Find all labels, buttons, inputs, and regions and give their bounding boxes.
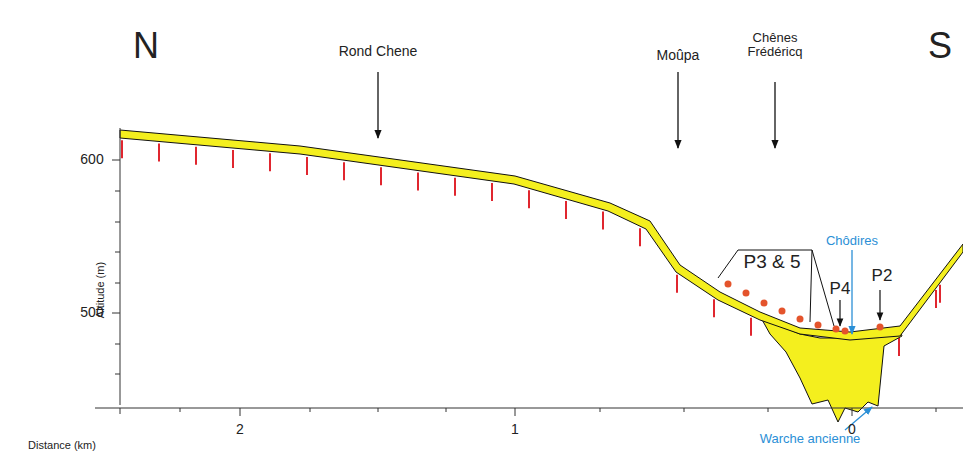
bedrock-tick	[602, 212, 604, 230]
bedrock-tick	[565, 201, 567, 219]
bedrock-tick	[343, 162, 345, 180]
bedrock-tick	[232, 150, 234, 168]
bedrock-tick	[380, 167, 382, 185]
bedrock-ticks	[122, 140, 940, 357]
bedrock-tick	[306, 157, 308, 175]
bedrock-tick	[269, 153, 271, 171]
bedrock-tick	[935, 290, 937, 308]
tick-label: 1	[511, 422, 519, 437]
north-label: N	[133, 26, 159, 66]
tick-label: 600	[80, 152, 103, 167]
y-axis	[112, 128, 120, 405]
bedrock-tick	[639, 228, 641, 246]
bedrock-tick	[713, 299, 715, 317]
south-label: S	[928, 26, 952, 66]
x-axis	[95, 408, 963, 416]
bedrock-tick	[898, 338, 900, 356]
river-arrows	[845, 250, 872, 430]
bedrock-tick	[121, 140, 123, 158]
place-name: Moûpa	[657, 48, 700, 63]
bedrock-tick	[195, 147, 197, 165]
place-name: Chênes Frédéricq	[740, 31, 810, 60]
river-label: Warche ancienne	[760, 432, 861, 446]
tick-label: 500	[80, 305, 103, 320]
river-label: Chôdires	[826, 234, 878, 248]
sample-label: P2	[872, 267, 893, 286]
sample-label: P3 & 5	[743, 252, 800, 273]
bedrock-tick	[528, 190, 530, 208]
bedrock-tick	[417, 173, 419, 191]
sample-dots	[725, 281, 884, 335]
bedrock-tick	[676, 275, 678, 293]
bedrock-tick	[750, 318, 752, 336]
sample-label: P4	[830, 280, 851, 299]
bedrock-tick	[158, 143, 160, 161]
place-name: Rond Chene	[339, 44, 418, 59]
axis-title: Distance (km)	[28, 439, 96, 451]
bedrock-tick	[491, 183, 493, 201]
profile-brackets	[718, 250, 834, 326]
sediment-layer	[120, 130, 963, 340]
bedrock-tick	[454, 178, 456, 196]
location-arrows	[378, 72, 775, 148]
bedrock-tick	[939, 285, 941, 303]
tick-label: 2	[236, 422, 244, 437]
